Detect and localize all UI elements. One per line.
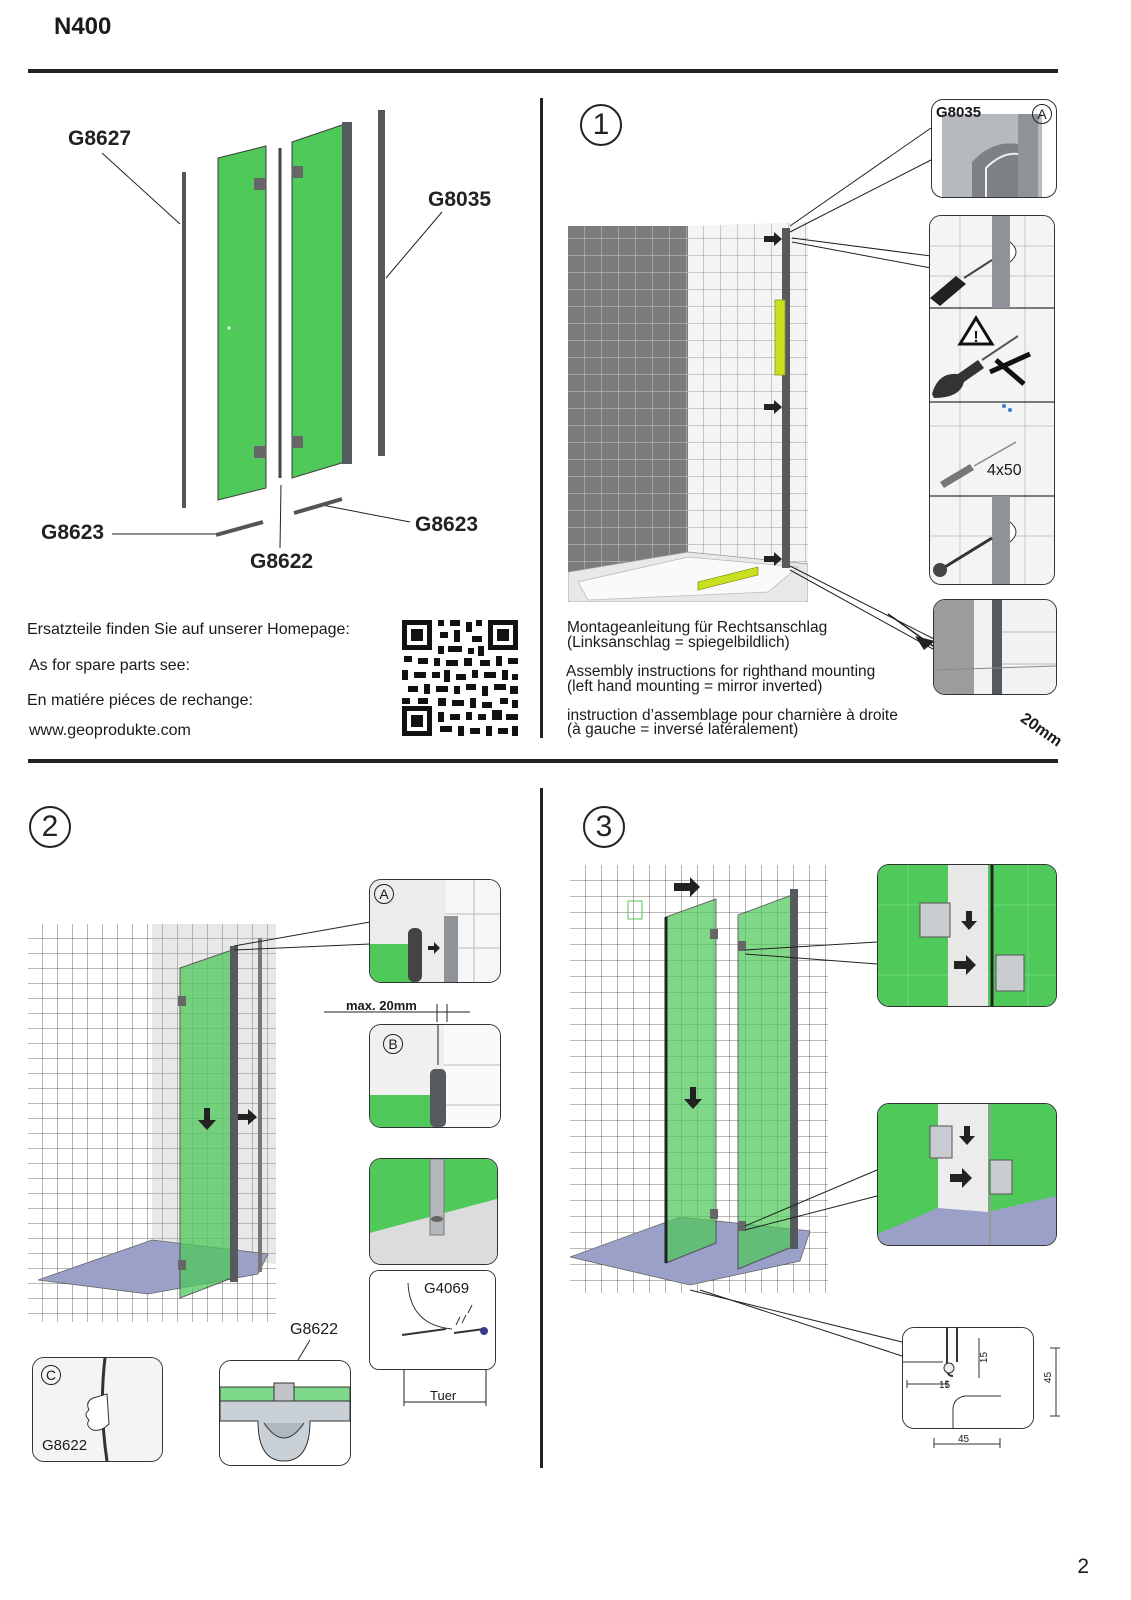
- part-label-g8627: G8627: [68, 127, 132, 150]
- dim-45-horizontal: 45: [958, 1434, 970, 1445]
- step3-detail-lower-hinge: [877, 1103, 1057, 1246]
- step3-detail-seal-dimensions: 15 15: [902, 1327, 1034, 1429]
- screw-size-label: 4x50: [987, 462, 1022, 479]
- step2-detail-a-letter: A: [374, 884, 394, 904]
- step3-leader-lines: [689, 941, 903, 1357]
- step-number-3: 3: [583, 806, 625, 848]
- part-label-g8623-right: G8623: [415, 513, 479, 536]
- model-code: N400: [54, 13, 112, 40]
- detail-a-letter: A: [1032, 104, 1052, 124]
- bottom-vertical-divider: [540, 788, 543, 1468]
- step-number-1: 1: [580, 104, 622, 146]
- detail-c-part-label: G8622: [42, 1437, 88, 1454]
- dim-15-horizontal: 15: [939, 1380, 951, 1391]
- spare-parts-fr: En matiére piéces de rechange:: [27, 692, 253, 709]
- step2-detail-c: C G8622: [32, 1357, 163, 1462]
- step1-leader-lines: [789, 127, 1001, 695]
- top-vertical-divider: [540, 98, 543, 738]
- step3-wall-scene: [570, 865, 828, 1293]
- step1-detail-drilling-sequence: ! 4x50: [929, 215, 1055, 585]
- step2-seal-cross-section: [219, 1360, 351, 1466]
- step3-outer-dimension-lines: [933, 1347, 1060, 1448]
- middle-rule: [28, 759, 1058, 763]
- step2-wall-scene: [28, 924, 276, 1322]
- step1-detail-gap: [933, 599, 1057, 695]
- step-number-2: 2: [29, 806, 71, 848]
- step2-detail-profile-end: [369, 1158, 498, 1265]
- step3-detail-upper-hinge: [877, 864, 1057, 1007]
- instruction-fr-line2: (à gauche = inversé latéralement): [567, 721, 799, 738]
- spare-parts-de: Ersatzteile finden Sie auf unserer Homep…: [27, 621, 350, 638]
- svg-text:!: !: [973, 329, 978, 346]
- seal-part-label: G8622: [290, 1321, 339, 1338]
- part-label-g8623-left: G8623: [41, 521, 105, 544]
- step1-wall-scene: [568, 222, 808, 602]
- step2-detail-c-letter: C: [41, 1365, 61, 1385]
- max-gap-label: max. 20mm: [346, 998, 417, 1013]
- qr-code[interactable]: [400, 618, 520, 738]
- detail-a-part-label: G8035: [936, 104, 982, 121]
- part-label-g8035: G8035: [428, 188, 492, 211]
- parts-exploded-view: [101, 110, 443, 549]
- instruction-en-line2: (left hand mounting = mirror inverted): [567, 678, 823, 695]
- door-label: Tuer: [430, 1388, 457, 1403]
- dim-45-vertical: 45: [1043, 1371, 1055, 1384]
- instruction-en-line1: Assembly instructions for righthand moun…: [566, 663, 876, 680]
- spare-parts-url[interactable]: www.geoprodukte.com: [29, 722, 191, 739]
- header-rule: [28, 69, 1058, 73]
- spare-parts-en: As for spare parts see:: [29, 657, 190, 674]
- instruction-fr-line1: instruction d’assemblage pour charnière …: [567, 707, 898, 724]
- step2-detail-b: B: [369, 1024, 501, 1128]
- step2-detail-g4069: G4069: [369, 1270, 496, 1370]
- instruction-de-line2: (Linksanschlag = spiegelbildlich): [567, 634, 790, 651]
- step2-detail-a: A: [369, 879, 501, 983]
- instruction-de-line1: Montageanleitung für Rechtsanschlag: [567, 619, 828, 636]
- page-number: 2: [1077, 1555, 1089, 1578]
- part-label-g8622: G8622: [250, 550, 314, 573]
- step1-detail-a-profile: G8035 A: [931, 99, 1057, 198]
- step2-detail-b-letter: B: [383, 1034, 403, 1054]
- g4069-label: G4069: [424, 1280, 470, 1297]
